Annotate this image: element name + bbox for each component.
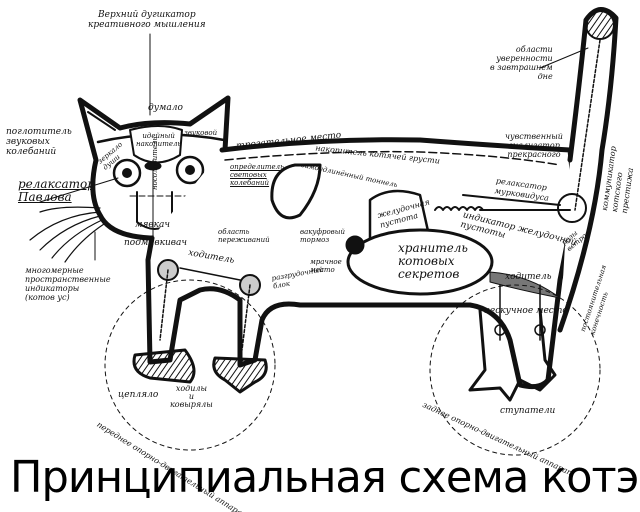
rear-apparatus-circle [429,284,601,456]
label-thinker: думало [148,103,183,113]
label-clinger: цепляло [118,390,159,400]
paw-front-right [212,356,268,394]
label-walker-rear: ходитель [505,272,552,282]
label-idea-storage: идейный накопитель [136,132,182,148]
label-feelings-area: область переживаний [218,228,270,244]
label-sub-meower: подмявкивач [124,238,187,248]
label-creative-arc: Верхний дугшкатор креативного мышления [88,10,206,30]
hunger-indicator-wedge [489,271,561,299]
diagram-title: Принципиальная схема котэ [10,452,639,503]
label-tomorrow-confidence: области уверенности в завтрашнем дне [490,45,553,81]
label-dark-place: мрачное место [310,258,342,274]
label-beauty-analyzer: чувственный анализатор прекрасного [505,132,563,159]
secrets-keeper [346,228,494,296]
front-legs [132,259,268,394]
tail-tip-hatched [585,10,615,40]
label-sound-box: звуковой [184,129,218,137]
label-light-detector: определитель световых колебаний [230,163,284,187]
brake-ball [345,235,365,255]
label-whiskers: многомерные пространственные индикаторы … [25,266,111,302]
paw-front-left [132,348,196,384]
label-nose-catcher: носоловитель [151,136,159,190]
label-fun-place: нескучное место [484,306,568,316]
label-sound-absorber: поглотитель звуковых колебаний [6,127,72,157]
spring [434,206,484,211]
tail [557,7,619,333]
label-pavlov-relaxer: релаксатор Павлова [18,177,95,204]
front-apparatus-circle [104,279,276,451]
tail-joint [557,193,587,223]
tunnel-organ [270,163,322,220]
ear-left [87,111,116,131]
label-steppers: ступатели [500,406,556,416]
whiskers [29,206,105,263]
idea-storage-box [129,125,183,164]
label-walkers-diggers: ходилы и ковырялы [170,384,213,409]
label-secrets-keeper: хранитель котовых секретов [398,241,468,281]
label-brake: вакуфровый тормоз [300,228,345,244]
rear-legs [468,284,557,402]
label-meower: мявкач [135,220,170,230]
